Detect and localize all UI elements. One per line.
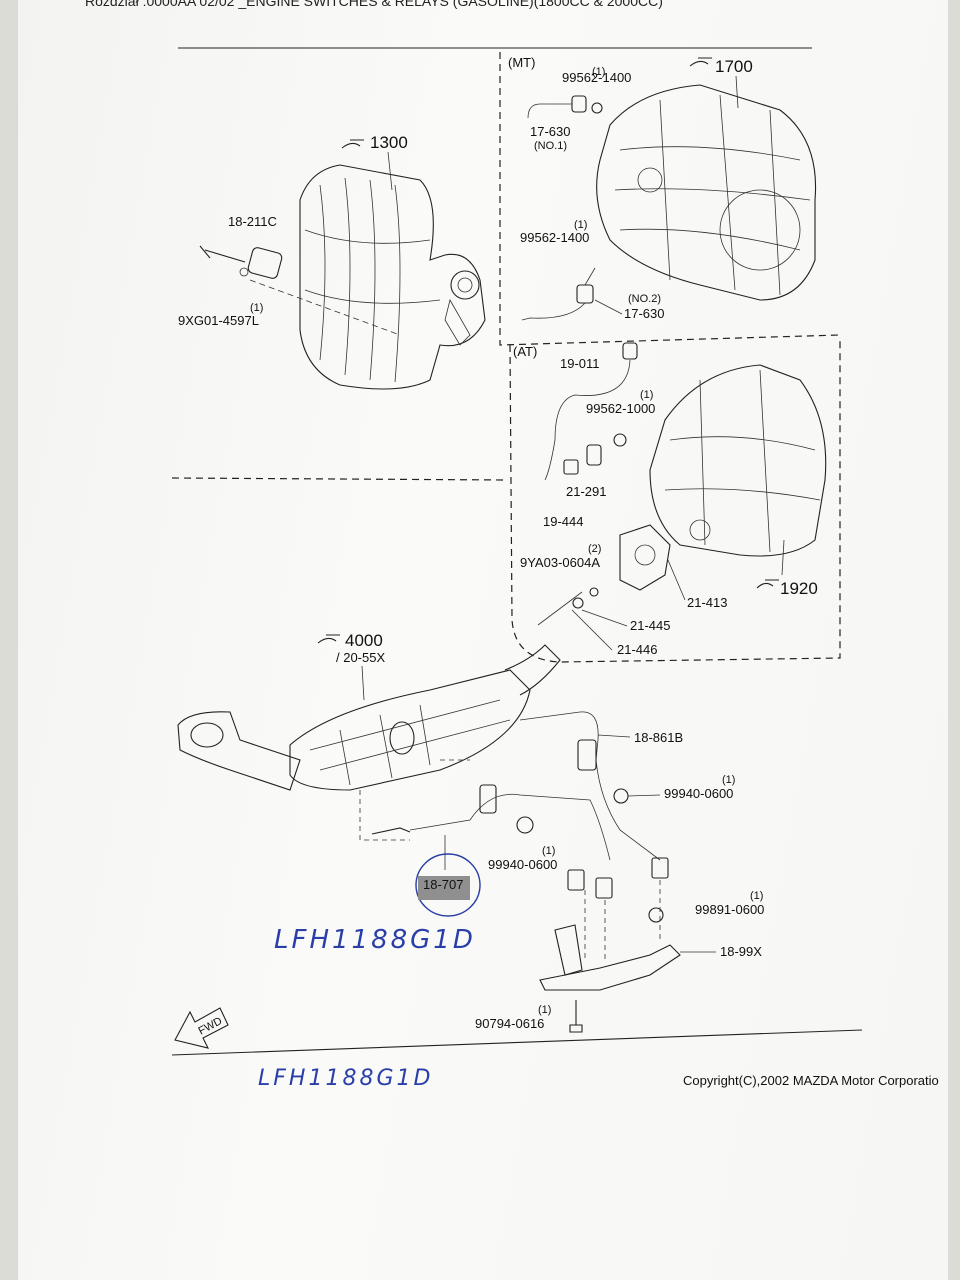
manual-transmission-drawing: [596, 84, 817, 301]
leaders-at: [571, 559, 686, 651]
label-99940a-qty: (1): [722, 774, 735, 786]
label-99940b-qty: (1): [542, 845, 555, 857]
label-17-630-a: 17-630: [530, 124, 570, 139]
oxygen-sensors-drawing: [359, 711, 669, 899]
label-21-445: 21-445: [630, 618, 670, 633]
section-at: (AT): [513, 344, 537, 359]
label-17-630-b-no: (NO.2): [628, 293, 661, 305]
label-99562c-qty: (1): [640, 389, 653, 401]
ref-1300: 1300: [370, 133, 408, 152]
label-90794-0616: 90794-0616: [475, 1016, 544, 1031]
at-section-border: [509, 338, 841, 663]
label-99940-0600-b: 99940-0600: [488, 857, 557, 872]
label-99562-1000: 99562-1000: [586, 401, 655, 416]
ref-1700-arrow: [735, 75, 739, 109]
label-9ya03: 9YA03-0604A: [520, 555, 600, 570]
leader-99940a: [627, 794, 661, 797]
ref-1920-arrow: [781, 539, 785, 576]
highlight-box-18-707: [418, 876, 470, 900]
left-divider: [171, 477, 509, 481]
document-page: [18, 0, 948, 1280]
ref-1700: 1700: [715, 57, 753, 76]
label-9ya03-qty: (2): [588, 543, 601, 555]
switch-17-630-no2-drawing: [521, 267, 596, 321]
catalytic-converter-drawing: [177, 644, 561, 791]
label-99891-0600: 99891-0600: [695, 902, 764, 917]
switch-17-630-no1-drawing: [527, 95, 603, 119]
bracket-18-99x-drawing: [539, 880, 681, 1033]
label-99891-qty: (1): [750, 890, 763, 902]
label-21-446: 21-446: [617, 642, 657, 657]
bottom-rule: [171, 1029, 863, 1056]
leader-17-630-b: [594, 299, 623, 315]
copyright-footer: Copyright(C),2002 MAZDA Motor Corporatio: [683, 1073, 939, 1088]
label-18-99x: 18-99X: [720, 944, 762, 959]
sensor-19-444-drawing: [537, 524, 671, 626]
label-99562-1400-a: 99562-1400: [562, 70, 631, 85]
ref-1300-arrow: [387, 151, 393, 191]
label-17-630-b: 17-630: [624, 306, 664, 321]
label-99562-1400-b: 99562-1400: [520, 230, 589, 245]
mt-section-border: [499, 52, 841, 346]
label-9xg01: 9XG01-4597L: [178, 313, 259, 328]
label-21-291: 21-291: [566, 484, 606, 499]
circled-part-highlight: [415, 853, 481, 917]
label-17-630-a-no: (NO.1): [534, 140, 567, 152]
label-90794-qty: (1): [538, 1004, 551, 1016]
page-header: Rozdział :0000AA 02/02 _ENGINE SWITCHES …: [85, 0, 663, 9]
intake-manifold-drawing: [199, 164, 486, 390]
ref-4000-icon: [317, 634, 340, 644]
ref-1920-icon: [756, 579, 779, 589]
label-19-011: 19-011: [560, 356, 600, 371]
label-99562a-qty: (1): [592, 66, 605, 78]
label-21-413: 21-413: [687, 595, 727, 610]
label-99562b-qty: (1): [574, 219, 587, 231]
ref-4000-sub: / 20-55X: [336, 650, 385, 665]
ref-1920: 1920: [780, 579, 818, 598]
fwd-arrow-icon: FWD: [174, 1007, 229, 1049]
label-99940-0600-a: 99940-0600: [664, 786, 733, 801]
label-18-861b: 18-861B: [634, 730, 683, 745]
harness-19-011-drawing: [544, 342, 638, 481]
automatic-transmission-drawing: [649, 364, 827, 557]
ref-1700-icon: [689, 57, 712, 67]
label-18-707: 18-707: [423, 877, 463, 892]
label-9xg01-qty: (1): [250, 302, 263, 314]
label-18-211c: 18-211C: [228, 214, 277, 229]
ref-1300-icon: [341, 139, 364, 149]
handwritten-note-2: LFH1188G1D: [258, 1066, 434, 1091]
handwritten-note-1: LFH1188G1D: [274, 925, 476, 955]
ref-4000: 4000: [345, 631, 383, 650]
ref-4000-arrow: [361, 665, 365, 701]
leader-18-861b: [597, 734, 631, 738]
section-mt: (MT): [508, 55, 535, 70]
label-19-444: 19-444: [543, 514, 583, 529]
